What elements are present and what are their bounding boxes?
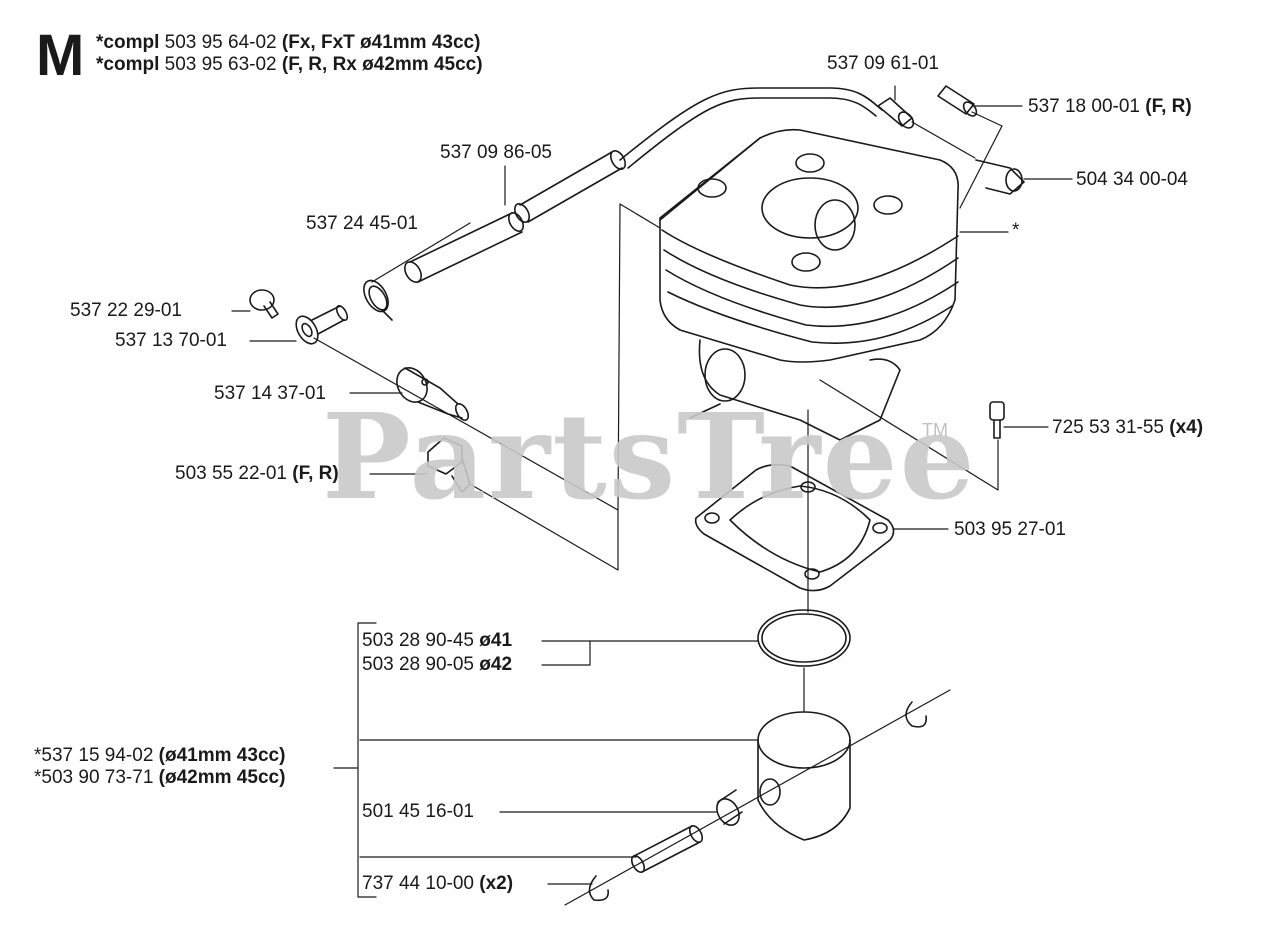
elbow-fitting	[975, 159, 1025, 195]
cylinder	[659, 128, 959, 441]
hose-nipple	[295, 304, 349, 345]
section-letter: M	[36, 23, 85, 88]
part-label-503-90-73-71[interactable]: *503 90 73-71 (ø42mm 45cc)	[34, 767, 286, 788]
header-line-2-prefix: *compl	[96, 54, 160, 75]
piston-ring	[757, 609, 851, 667]
header-line-2: *compl 503 95 63-02 (F, R, Rx ø42mm 45cc…	[96, 54, 483, 76]
part-label-501-45-16-01[interactable]: 501 45 16-01	[362, 801, 474, 822]
trademark-mark: TM	[922, 420, 948, 440]
watermark: PartsTree	[322, 387, 977, 526]
part-label-537-09-61-01[interactable]: 537 09 61-01	[827, 53, 939, 74]
screw	[989, 401, 1005, 439]
part-label-cylinder[interactable]: *	[1012, 220, 1020, 241]
part-label-503-95-27-01[interactable]: 503 95 27-01	[954, 519, 1066, 540]
part-label-503-28-90-05[interactable]: 503 28 90-05 ø42	[362, 654, 513, 675]
part-label-725-53-31-55[interactable]: 725 53 31-55 (x4)	[1052, 417, 1204, 438]
header-line-1-note: (Fx, FxT ø41mm 43cc)	[281, 32, 481, 53]
part-label-503-55-22-01[interactable]: 503 55 22-01 (F, R)	[175, 463, 339, 484]
screw-plug	[427, 437, 471, 493]
tube-537-09-61-01	[877, 97, 915, 129]
part-label-737-44-10-00[interactable]: 737 44 10-00 (x2)	[362, 873, 514, 894]
part-label-537-22-29-01[interactable]: 537 22 29-01	[70, 300, 182, 321]
part-label-537-18-00-01[interactable]: 537 18 00-01 (F, R)	[1028, 96, 1192, 117]
leader-lines	[231, 85, 1073, 906]
part-label-537-13-70-01[interactable]: 537 13 70-01	[115, 330, 227, 351]
circlip-lower	[588, 875, 610, 902]
tube-537-18-00-01	[937, 85, 978, 117]
hose-537-09-86-05	[513, 150, 627, 223]
part-label-504-34-00-04[interactable]: 504 34 00-04	[1076, 169, 1188, 190]
hose-lower	[404, 212, 525, 283]
header-line-1: *compl 503 95 64-02 (Fx, FxT ø41mm 43cc)	[96, 32, 480, 54]
part-label-537-14-37-01[interactable]: 537 14 37-01	[214, 383, 326, 404]
part-label-503-28-90-45[interactable]: 503 28 90-45 ø41	[362, 630, 513, 651]
piston-pin	[630, 825, 704, 873]
part-label-537-09-86-05[interactable]: 537 09 86-05	[440, 142, 552, 163]
hose-clamp	[363, 279, 393, 321]
header-line-2-number: 503 95 63-02	[164, 54, 277, 75]
header-line-1-number: 503 95 64-02	[164, 32, 277, 53]
fuel-hose-loop	[619, 87, 883, 169]
part-label-537-15-94-02[interactable]: *537 15 94-02 (ø41mm 43cc)	[34, 745, 286, 766]
plug	[249, 289, 279, 319]
header-line-2-note: (F, R, Rx ø42mm 45cc)	[281, 54, 483, 75]
needle-bearing	[716, 789, 743, 826]
piston	[757, 711, 851, 841]
header-line-1-prefix: *compl	[96, 32, 160, 53]
circlip-upper	[905, 701, 928, 728]
part-label-537-24-45-01[interactable]: 537 24 45-01	[306, 213, 418, 234]
